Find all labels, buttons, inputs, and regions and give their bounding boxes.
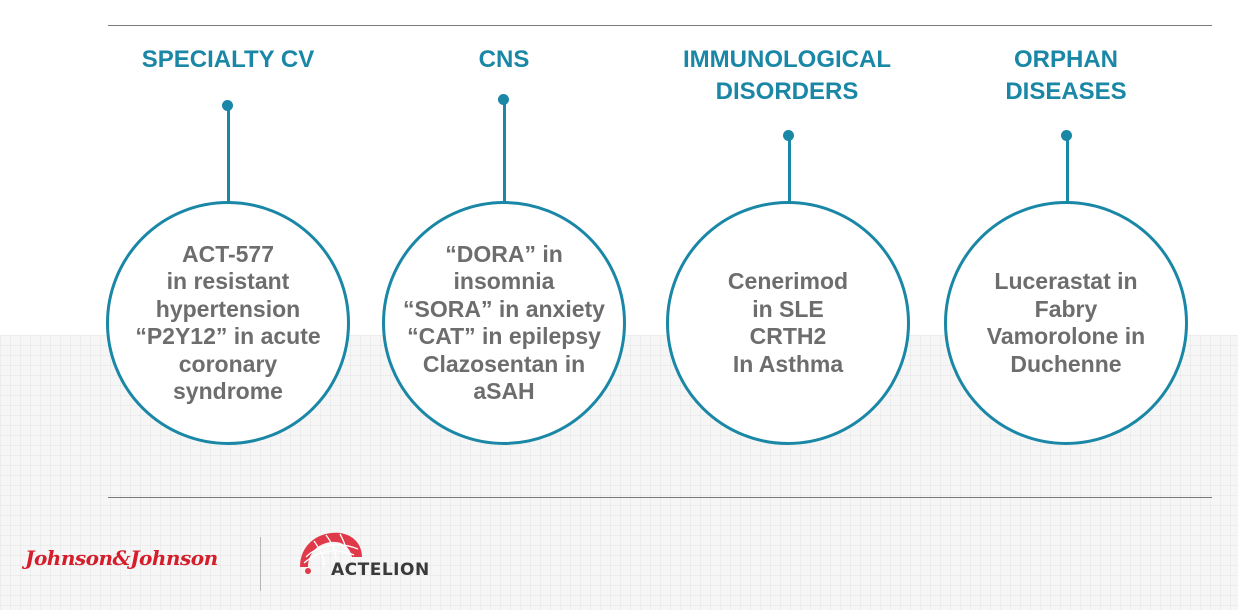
connector-stem	[227, 106, 230, 202]
connector-stem	[503, 100, 506, 202]
bottom-divider	[108, 497, 1212, 498]
connector-stem	[788, 136, 791, 202]
area-circle-immunological-disorders: Cenerimod in SLE CRTH2 In Asthma	[666, 201, 910, 445]
logo-divider	[260, 537, 261, 591]
area-circle-orphan-diseases: Lucerastat in Fabry Vamorolone in Duchen…	[944, 201, 1188, 445]
area-circle-cns: “DORA” in insomnia “SORA” in anxiety “CA…	[382, 201, 626, 445]
actelion-globe-icon	[300, 532, 362, 574]
connector-stem	[1066, 136, 1069, 202]
connector-dot	[498, 94, 509, 105]
area-body-cns: “DORA” in insomnia “SORA” in anxiety “CA…	[403, 240, 605, 405]
area-circle-specialty-cv: ACT-577 in resistant hypertension “P2Y12…	[106, 201, 350, 445]
area-body-immunological-disorders: Cenerimod in SLE CRTH2 In Asthma	[727, 268, 849, 377]
connector-dot	[783, 130, 794, 141]
area-heading-cns: CNS	[478, 46, 530, 73]
area-heading-orphan-diseases: ORPHAN DISEASES	[1005, 46, 1127, 105]
area-heading-immunological-disorders: IMMUNOLOGICAL DISORDERS	[683, 46, 891, 105]
actelion-logo-text: ACTELION	[331, 560, 430, 580]
area-body-specialty-cv: ACT-577 in resistant hypertension “P2Y12…	[135, 240, 321, 405]
area-body-orphan-diseases: Lucerastat in Fabry Vamorolone in Duchen…	[986, 268, 1146, 377]
top-divider	[108, 25, 1212, 26]
connector-dot	[1061, 130, 1072, 141]
connector-dot	[222, 100, 233, 111]
area-heading-specialty-cv: SPECIALTY CV	[141, 46, 315, 73]
johnson-and-johnson-logo: Johnson&Johnson	[25, 546, 218, 570]
